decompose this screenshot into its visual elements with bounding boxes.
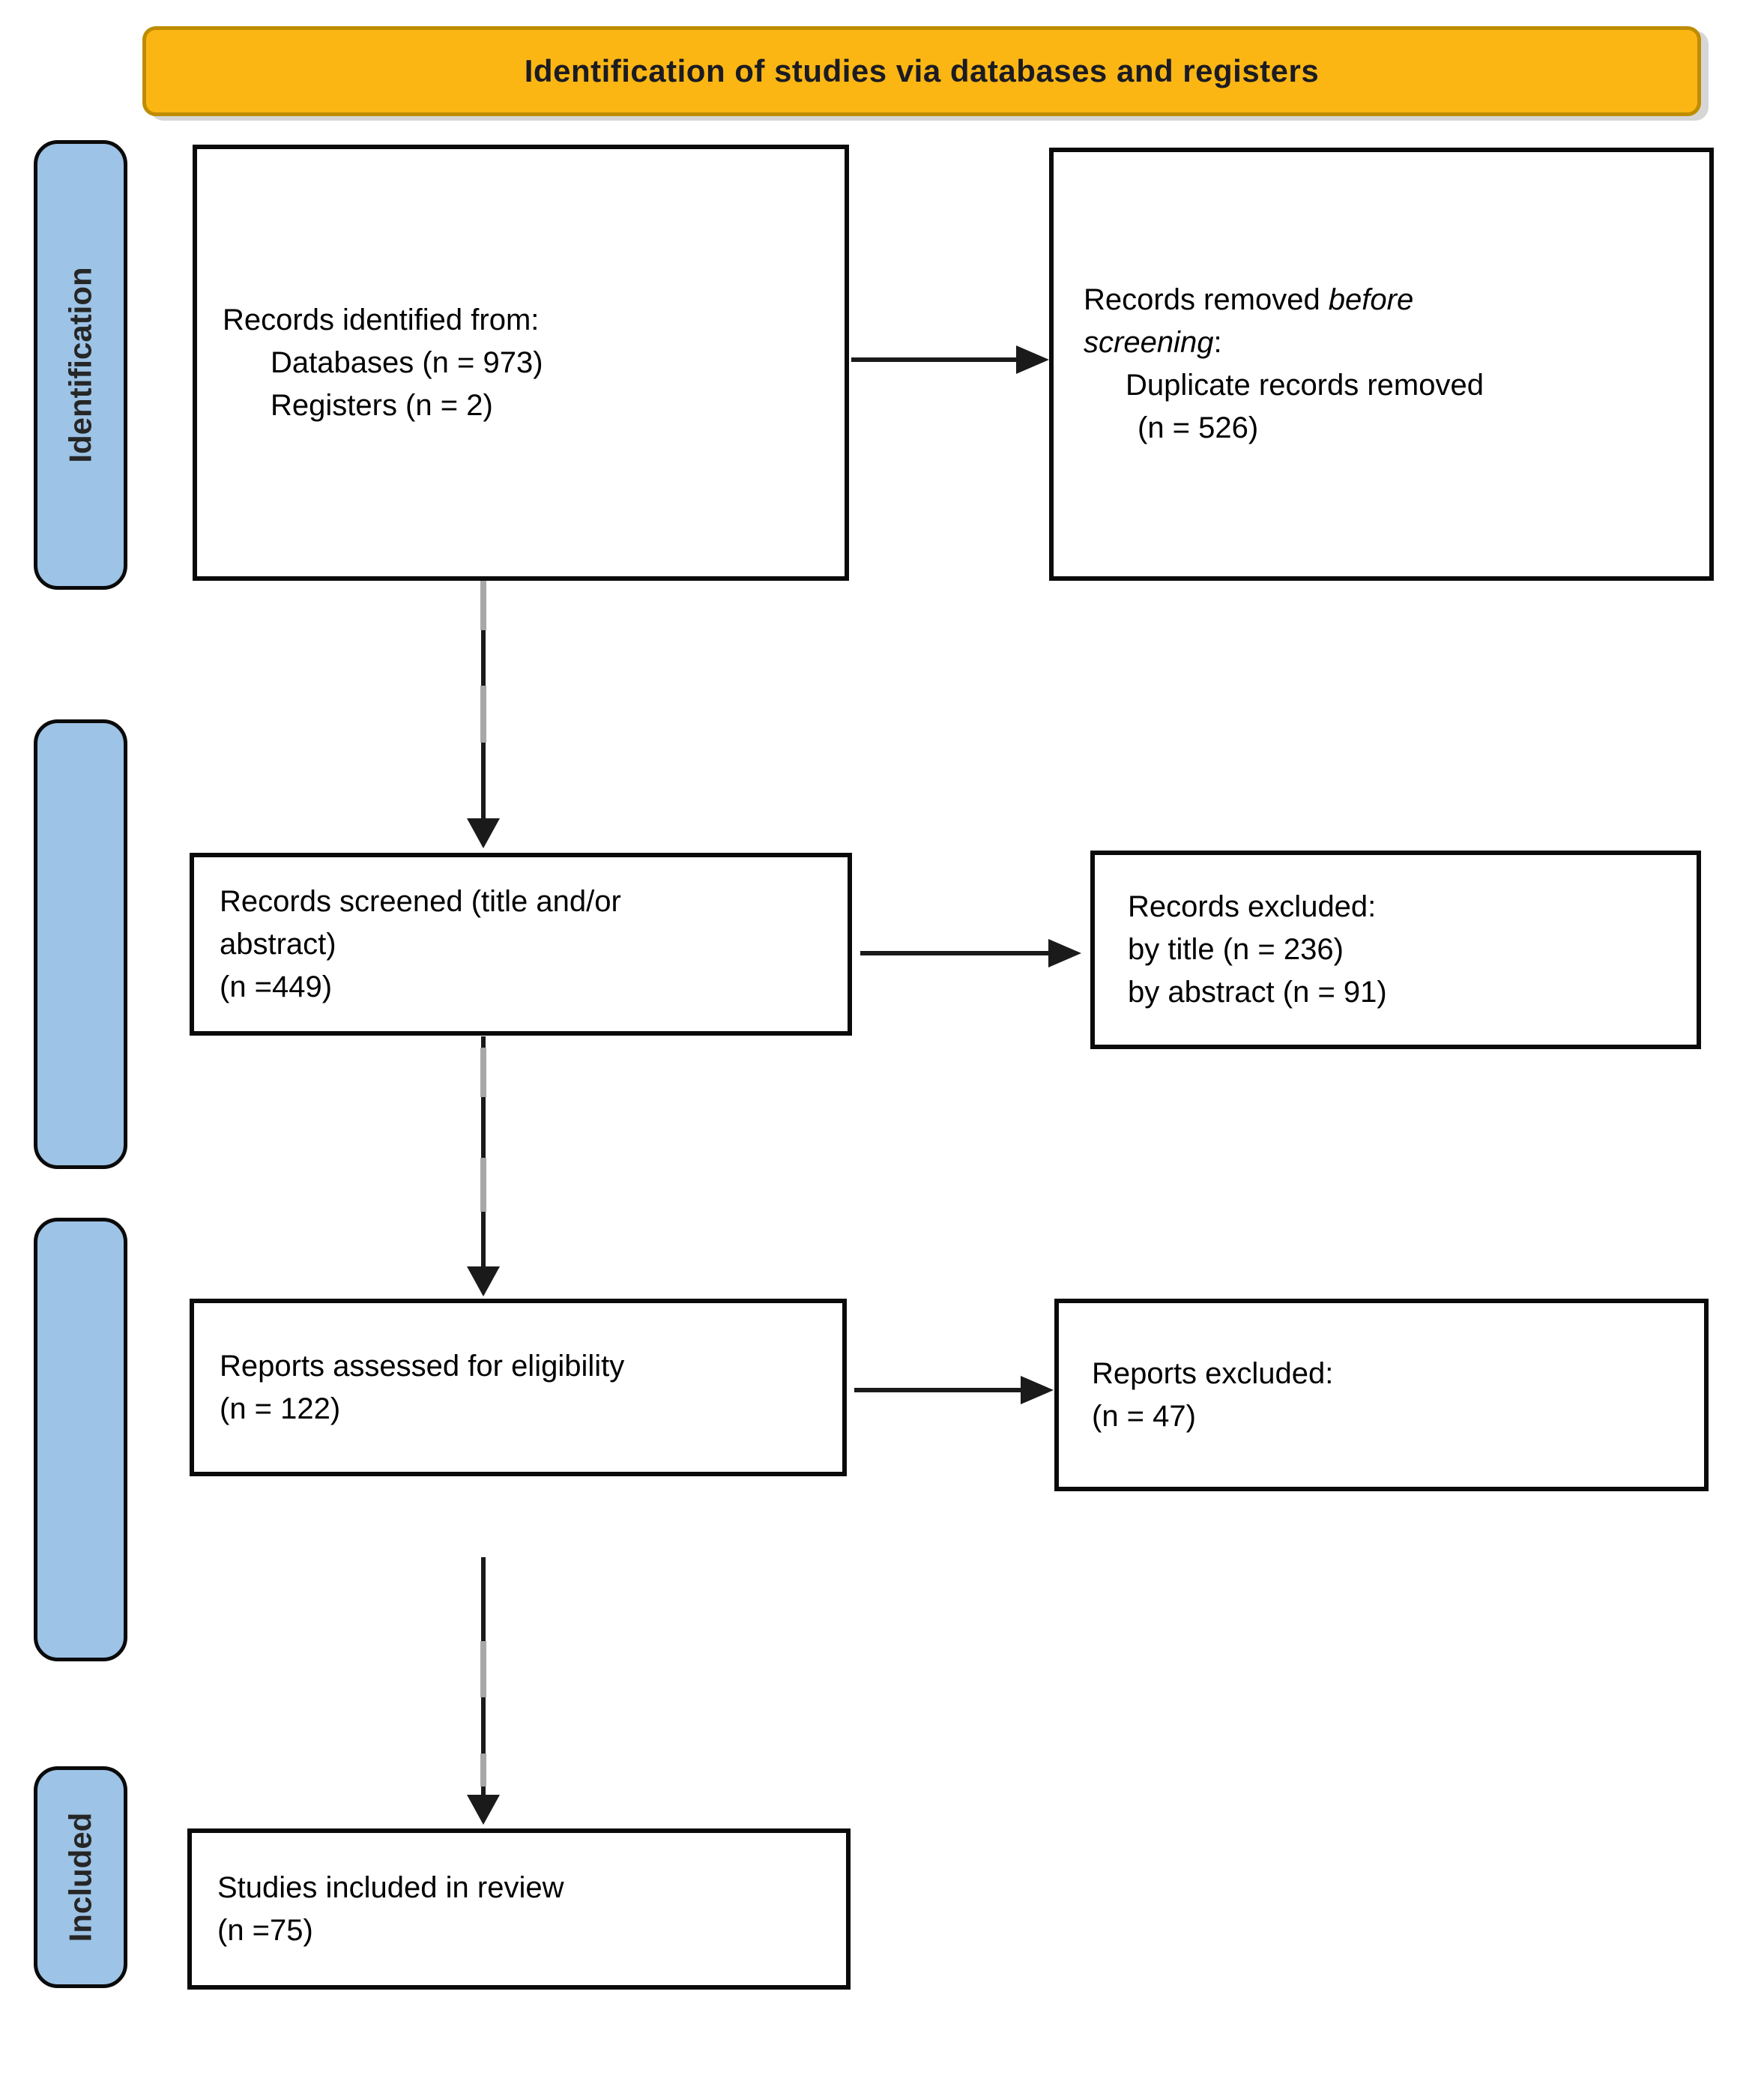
stage-bar-eligibility: [34, 1218, 127, 1661]
arrow-down-1-gray-segment: [480, 581, 486, 630]
diagram-title: Identification of studies via databases …: [524, 53, 1320, 88]
arrow-down-2-line: [481, 1036, 486, 1266]
reports-assessed-line2: (n = 122): [220, 1392, 341, 1425]
box-reports-assessed: Reports assessed for eligibility (n = 12…: [190, 1299, 847, 1476]
stage-label-included: Included: [62, 1812, 98, 1942]
arrow-right-row3-head-icon: [1021, 1376, 1054, 1404]
records-excluded-line2: by title (n = 236): [1128, 933, 1344, 966]
records-removed-line3: (n = 526): [1138, 411, 1259, 444]
stage-bar-screening: [34, 719, 127, 1169]
arrow-down-1-gray-segment: [480, 686, 486, 743]
records-removed-line1: Records removed before screening:: [1084, 279, 1503, 364]
box-records-removed: Records removed before screening: Duplic…: [1049, 148, 1714, 581]
records-screened-line3: (n =449): [220, 970, 333, 1003]
arrow-down-2-gray-segment: [480, 1048, 486, 1097]
records-removed-line1-post: :: [1213, 326, 1222, 359]
arrow-down-3-gray-segment: [480, 1641, 486, 1697]
studies-included-line2: (n =75): [217, 1913, 313, 1947]
records-identified-line3: Registers (n = 2): [271, 388, 493, 422]
arrow-right-row1-head-icon: [1016, 345, 1049, 374]
records-removed-line1-pre: Records removed: [1084, 283, 1329, 316]
records-screened-line2: abstract): [220, 927, 336, 961]
arrow-down-2-head-icon: [467, 1266, 500, 1296]
box-studies-included: Studies included in review (n =75): [187, 1828, 851, 1990]
records-excluded-line1: Records excluded:: [1128, 890, 1377, 923]
records-excluded-line3: by abstract (n = 91): [1128, 976, 1387, 1009]
box-records-identified: Records identified from: Databases (n = …: [193, 145, 849, 581]
records-removed-line1-italic: before screening: [1084, 283, 1414, 359]
records-identified-line2: Databases (n = 973): [271, 345, 543, 379]
title-banner: Identification of studies via databases …: [142, 26, 1701, 116]
arrow-right-row2-head-icon: [1048, 939, 1081, 967]
arrow-right-row1-line: [851, 357, 1019, 362]
reports-excluded-line1: Reports excluded:: [1092, 1356, 1334, 1390]
reports-assessed-line1: Reports assessed for eligibility: [220, 1349, 625, 1383]
box-records-screened: Records screened (title and/or abstract)…: [190, 853, 852, 1036]
arrow-down-3-head-icon: [467, 1795, 500, 1825]
arrow-down-2-gray-segment: [480, 1158, 486, 1212]
arrow-right-row2-line: [860, 951, 1051, 955]
box-reports-excluded: Reports excluded: (n = 47): [1054, 1299, 1709, 1491]
stage-bar-included: Included: [34, 1766, 127, 1988]
box-records-excluded: Records excluded: by title (n = 236) by …: [1090, 851, 1701, 1049]
records-screened-line1: Records screened (title and/or: [220, 884, 621, 918]
arrow-down-3-gray-segment: [480, 1754, 486, 1787]
studies-included-line1: Studies included in review: [217, 1870, 564, 1904]
arrow-down-1-head-icon: [467, 818, 500, 848]
reports-excluded-line2: (n = 47): [1092, 1399, 1196, 1433]
stage-label-identification: Identification: [62, 267, 98, 463]
records-identified-line1: Records identified from:: [223, 303, 540, 336]
records-removed-line2: Duplicate records removed: [1126, 369, 1484, 402]
arrow-right-row3-line: [854, 1388, 1024, 1392]
stage-bar-identification: Identification: [34, 140, 127, 590]
